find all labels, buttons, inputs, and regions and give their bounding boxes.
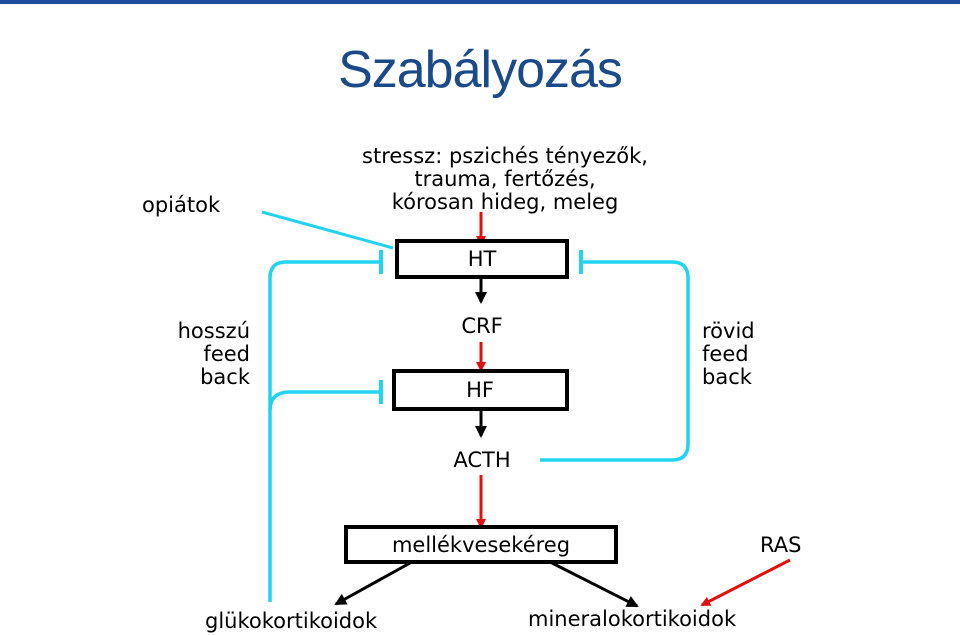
hf-label: HF [466,378,494,402]
ras-arrow [700,558,791,607]
stress-line-2: trauma, fertőzés, [414,167,595,191]
short-feedback-line-3: back [702,365,753,389]
acth-label: ACTH [453,448,510,472]
crf-label: CRF [461,314,502,338]
adrenal-cortex-label: mellékvesekéreg [392,533,570,557]
mineralocorticoids-label: mineralokortikoidok [528,607,737,631]
long-feedback-to-ht-line [268,260,380,602]
ht-box [395,239,569,279]
long-feedback-line-1: hosszú [178,319,250,343]
long-feedback-line-3: back [200,365,251,389]
stress-line-3: kórosan hideg, meleg [392,190,619,214]
opiates-label: opiátok [142,193,221,217]
short-feedback-line-2: feed [702,342,749,366]
long-feedback-line-2: feed [203,342,250,366]
opiates-inhibition-line [261,210,394,250]
glucocorticoids-label: glükokortikoidok [205,609,378,633]
page-title: Szabályozás [338,41,623,99]
short-feedback-line-1: rövid [702,319,755,343]
ht-label: HT [468,247,497,271]
adrenal-to-mineralocorticoids-arrow [551,561,639,608]
top-accent-line [0,0,960,4]
hf-box [392,369,569,411]
short-feedback-line [540,260,690,462]
stress-line-1: stressz: pszichés tényezők, [362,144,648,168]
adrenal-cortex-box [344,525,618,564]
ras-label: RAS [760,533,801,557]
long-feedback-to-hf-line [268,390,380,411]
adrenal-to-glucocorticoids-arrow [334,561,411,606]
